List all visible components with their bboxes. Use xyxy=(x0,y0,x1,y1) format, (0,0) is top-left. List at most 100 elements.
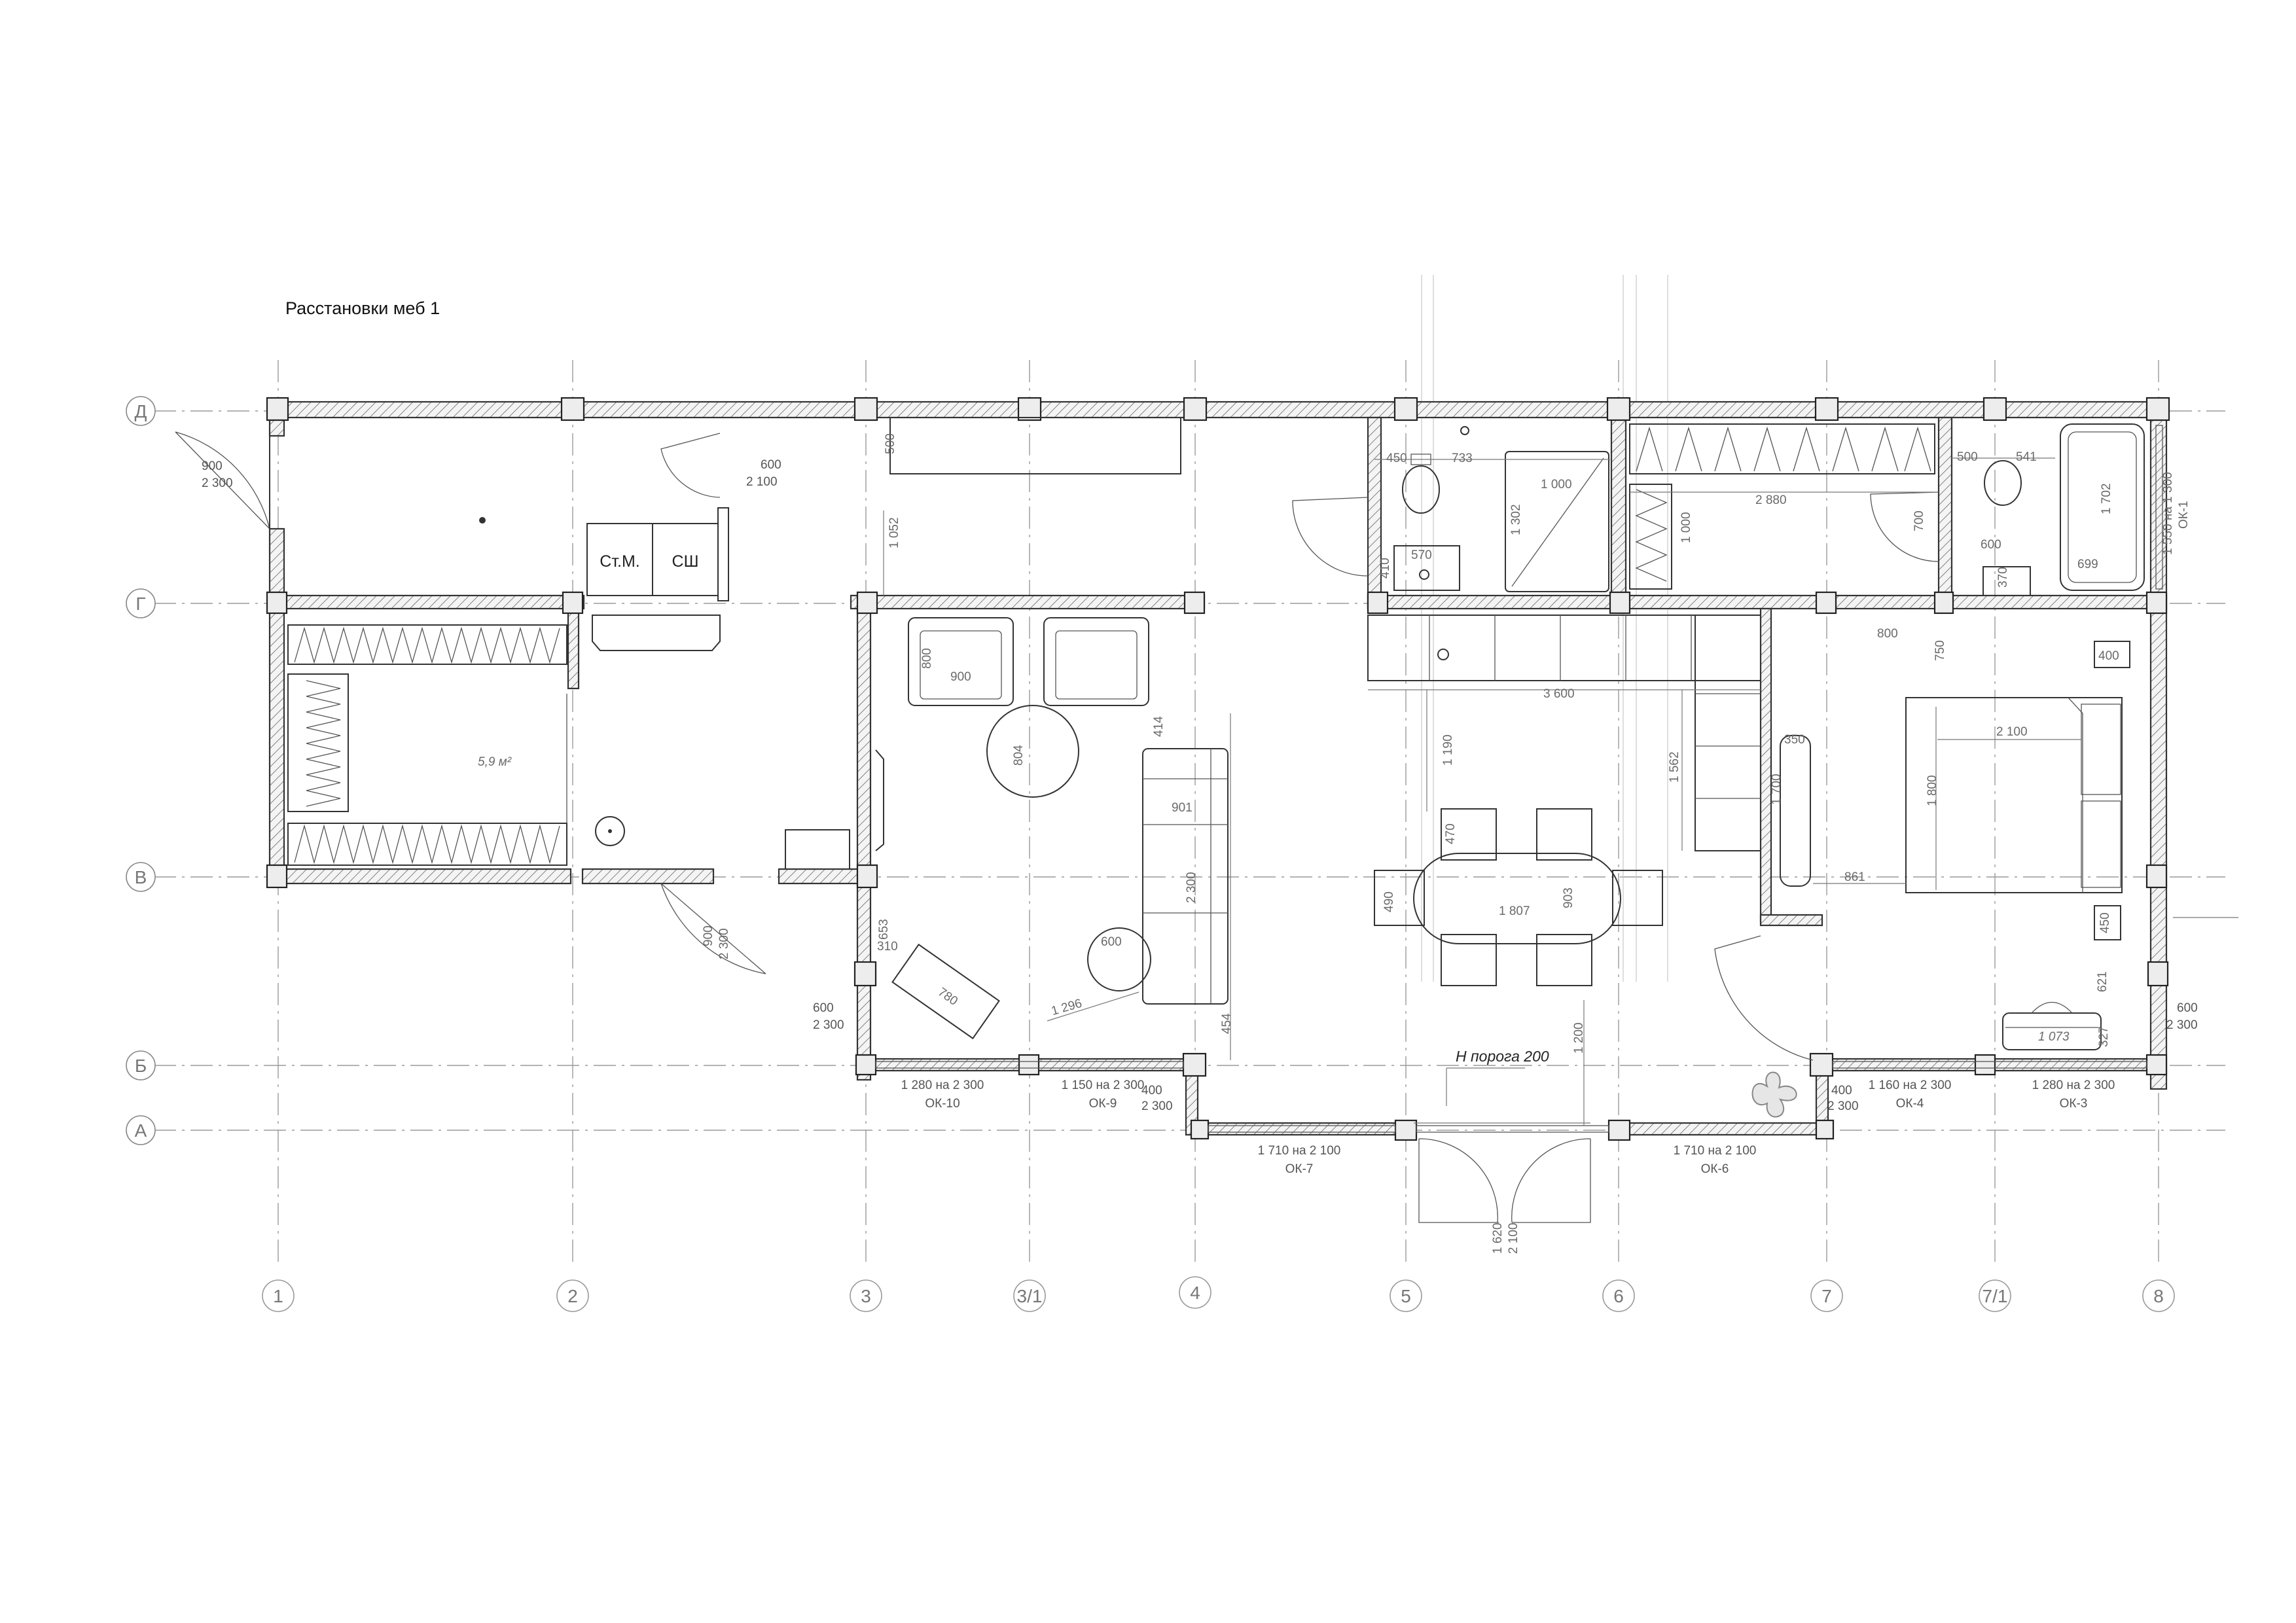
dim-653: 653 xyxy=(877,919,891,940)
dim-500: 500 xyxy=(884,433,897,454)
window-ok4-mark: ОК-4 xyxy=(1896,1097,1924,1111)
door-1-height: 2 300 xyxy=(202,476,233,490)
axis-marker-3-1: 3/1 xyxy=(1013,1279,1046,1312)
washer-label: Ст.М. xyxy=(600,552,639,571)
dim-327: 327 xyxy=(2097,1026,2111,1047)
svg-text:2: 2 xyxy=(567,1286,578,1306)
wardrobe-hangers-side xyxy=(287,673,349,812)
chair-5 xyxy=(1374,870,1425,926)
dim-800b: 800 xyxy=(1877,627,1898,641)
window-ok3-mark: ОК-3 xyxy=(2060,1097,2088,1111)
dim-1562: 1 562 xyxy=(1668,751,1681,783)
chair-1 xyxy=(1441,808,1497,861)
dim-804: 804 xyxy=(1012,745,1026,766)
dim-570: 570 xyxy=(1411,548,1432,562)
opening-1-width: 600 xyxy=(813,1001,834,1015)
dim-901: 901 xyxy=(1172,801,1193,815)
bathtub xyxy=(2060,423,2145,591)
door-3-width: 900 xyxy=(702,925,715,946)
round-stool xyxy=(595,816,625,846)
axis-marker-b: Б xyxy=(126,1050,156,1080)
desk xyxy=(891,943,1000,1040)
svg-text:Д: Д xyxy=(135,401,147,421)
sink-left xyxy=(1393,545,1460,591)
dining-table xyxy=(1413,853,1621,944)
dim-1000b: 1 000 xyxy=(1679,512,1693,543)
door-4-width: 1 620 xyxy=(1491,1222,1505,1254)
dim-1190: 1 190 xyxy=(1441,734,1455,766)
axis-marker-4: 4 xyxy=(1179,1276,1211,1309)
suitcase xyxy=(2002,1001,2102,1050)
door-4-height: 2 100 xyxy=(1507,1222,1520,1254)
kitchen-cabinet-tall xyxy=(1695,615,1761,851)
dim-621: 621 xyxy=(2096,971,2109,992)
svg-text:3: 3 xyxy=(861,1286,871,1306)
doors xyxy=(175,431,1939,1223)
columns xyxy=(266,397,2170,1141)
svg-text:3/1: 3/1 xyxy=(1017,1286,1043,1306)
chair-3 xyxy=(1441,934,1497,986)
plant-icon xyxy=(1751,1071,1797,1118)
dim-903: 903 xyxy=(1562,887,1575,908)
dim-414: 414 xyxy=(1152,716,1166,737)
dim-470: 470 xyxy=(1444,823,1458,844)
chair-6 xyxy=(1612,870,1663,926)
window-labels: 1 280 на 2 300 ОК-10 1 150 на 2 300 ОК-9… xyxy=(901,472,2191,1176)
opening-4-width: 600 xyxy=(2177,1001,2198,1015)
dim-2100: 2 100 xyxy=(1996,725,2028,739)
toilet-right xyxy=(1984,460,2022,506)
svg-text:7/1: 7/1 xyxy=(1982,1286,2008,1306)
sofa xyxy=(1142,748,1229,1005)
svg-text:Б: Б xyxy=(135,1056,147,1076)
dim-2300: 2 300 xyxy=(1185,872,1198,903)
window-ok1-mark: ОК-1 xyxy=(2177,501,2191,529)
svg-text:6: 6 xyxy=(1613,1286,1624,1306)
axis-marker-5: 5 xyxy=(1390,1279,1422,1312)
walls xyxy=(268,401,2168,1136)
axis-markers-horizontal: Д Г В Б А xyxy=(126,396,156,1145)
tv-console xyxy=(889,417,1181,474)
axis-marker-7: 7 xyxy=(1810,1279,1843,1312)
dim-450b: 450 xyxy=(2098,912,2112,933)
dim-454: 454 xyxy=(1220,1013,1234,1034)
dim-700: 700 xyxy=(1912,510,1926,531)
dim-1073: 1 073 xyxy=(2038,1030,2070,1044)
dim-500b: 500 xyxy=(1957,450,1978,464)
axis-marker-1: 1 xyxy=(262,1279,295,1312)
dim-410: 410 xyxy=(1378,558,1392,579)
dim-350: 350 xyxy=(1784,733,1805,747)
svg-text:8: 8 xyxy=(2153,1286,2164,1306)
dim-600b: 600 xyxy=(1981,538,2001,552)
opening-3-height: 2 300 xyxy=(1827,1099,1859,1113)
dim-1702: 1 702 xyxy=(2100,483,2113,514)
door-3-height: 2 300 xyxy=(717,928,731,959)
opening-labels: 600 2 300 400 2 300 400 2 300 600 2 300 xyxy=(813,1001,2198,1113)
dim-310: 310 xyxy=(877,940,898,954)
svg-text:В: В xyxy=(135,867,147,887)
dim-733: 733 xyxy=(1452,452,1473,465)
dim-1000a: 1 000 xyxy=(1541,478,1572,491)
axis-marker-2: 2 xyxy=(556,1279,589,1312)
kitchen-cabinets xyxy=(1367,615,1761,681)
svg-text:А: А xyxy=(135,1120,147,1141)
window-ok7-size: 1 710 на 2 100 xyxy=(1258,1144,1341,1158)
dim-541: 541 xyxy=(2016,450,2037,464)
svg-text:1: 1 xyxy=(273,1286,283,1306)
chair-4 xyxy=(1536,934,1592,986)
dim-490: 490 xyxy=(1382,891,1396,912)
shower-cabin xyxy=(1505,451,1609,592)
door-2-width: 600 xyxy=(761,458,781,472)
dim-450a: 450 xyxy=(1386,452,1407,465)
sink-right xyxy=(1982,566,2031,596)
door-labels: 900 2 300 600 2 100 900 2 300 1 620 2 10… xyxy=(202,458,1520,1254)
window-ok10-size: 1 280 на 2 300 xyxy=(901,1079,984,1092)
axis-marker-g: Г xyxy=(126,588,156,618)
toilet-left xyxy=(1402,465,1440,514)
svg-text:7: 7 xyxy=(1821,1286,1832,1306)
dim-1700: 1 700 xyxy=(1770,774,1784,805)
dimension-texts: 500 1 052 800 900 804 414 901 2 300 454 … xyxy=(877,433,2119,1054)
axis-marker-3: 3 xyxy=(850,1279,882,1312)
dim-1200: 1 200 xyxy=(1572,1022,1586,1054)
dim-370: 370 xyxy=(1996,567,2010,588)
